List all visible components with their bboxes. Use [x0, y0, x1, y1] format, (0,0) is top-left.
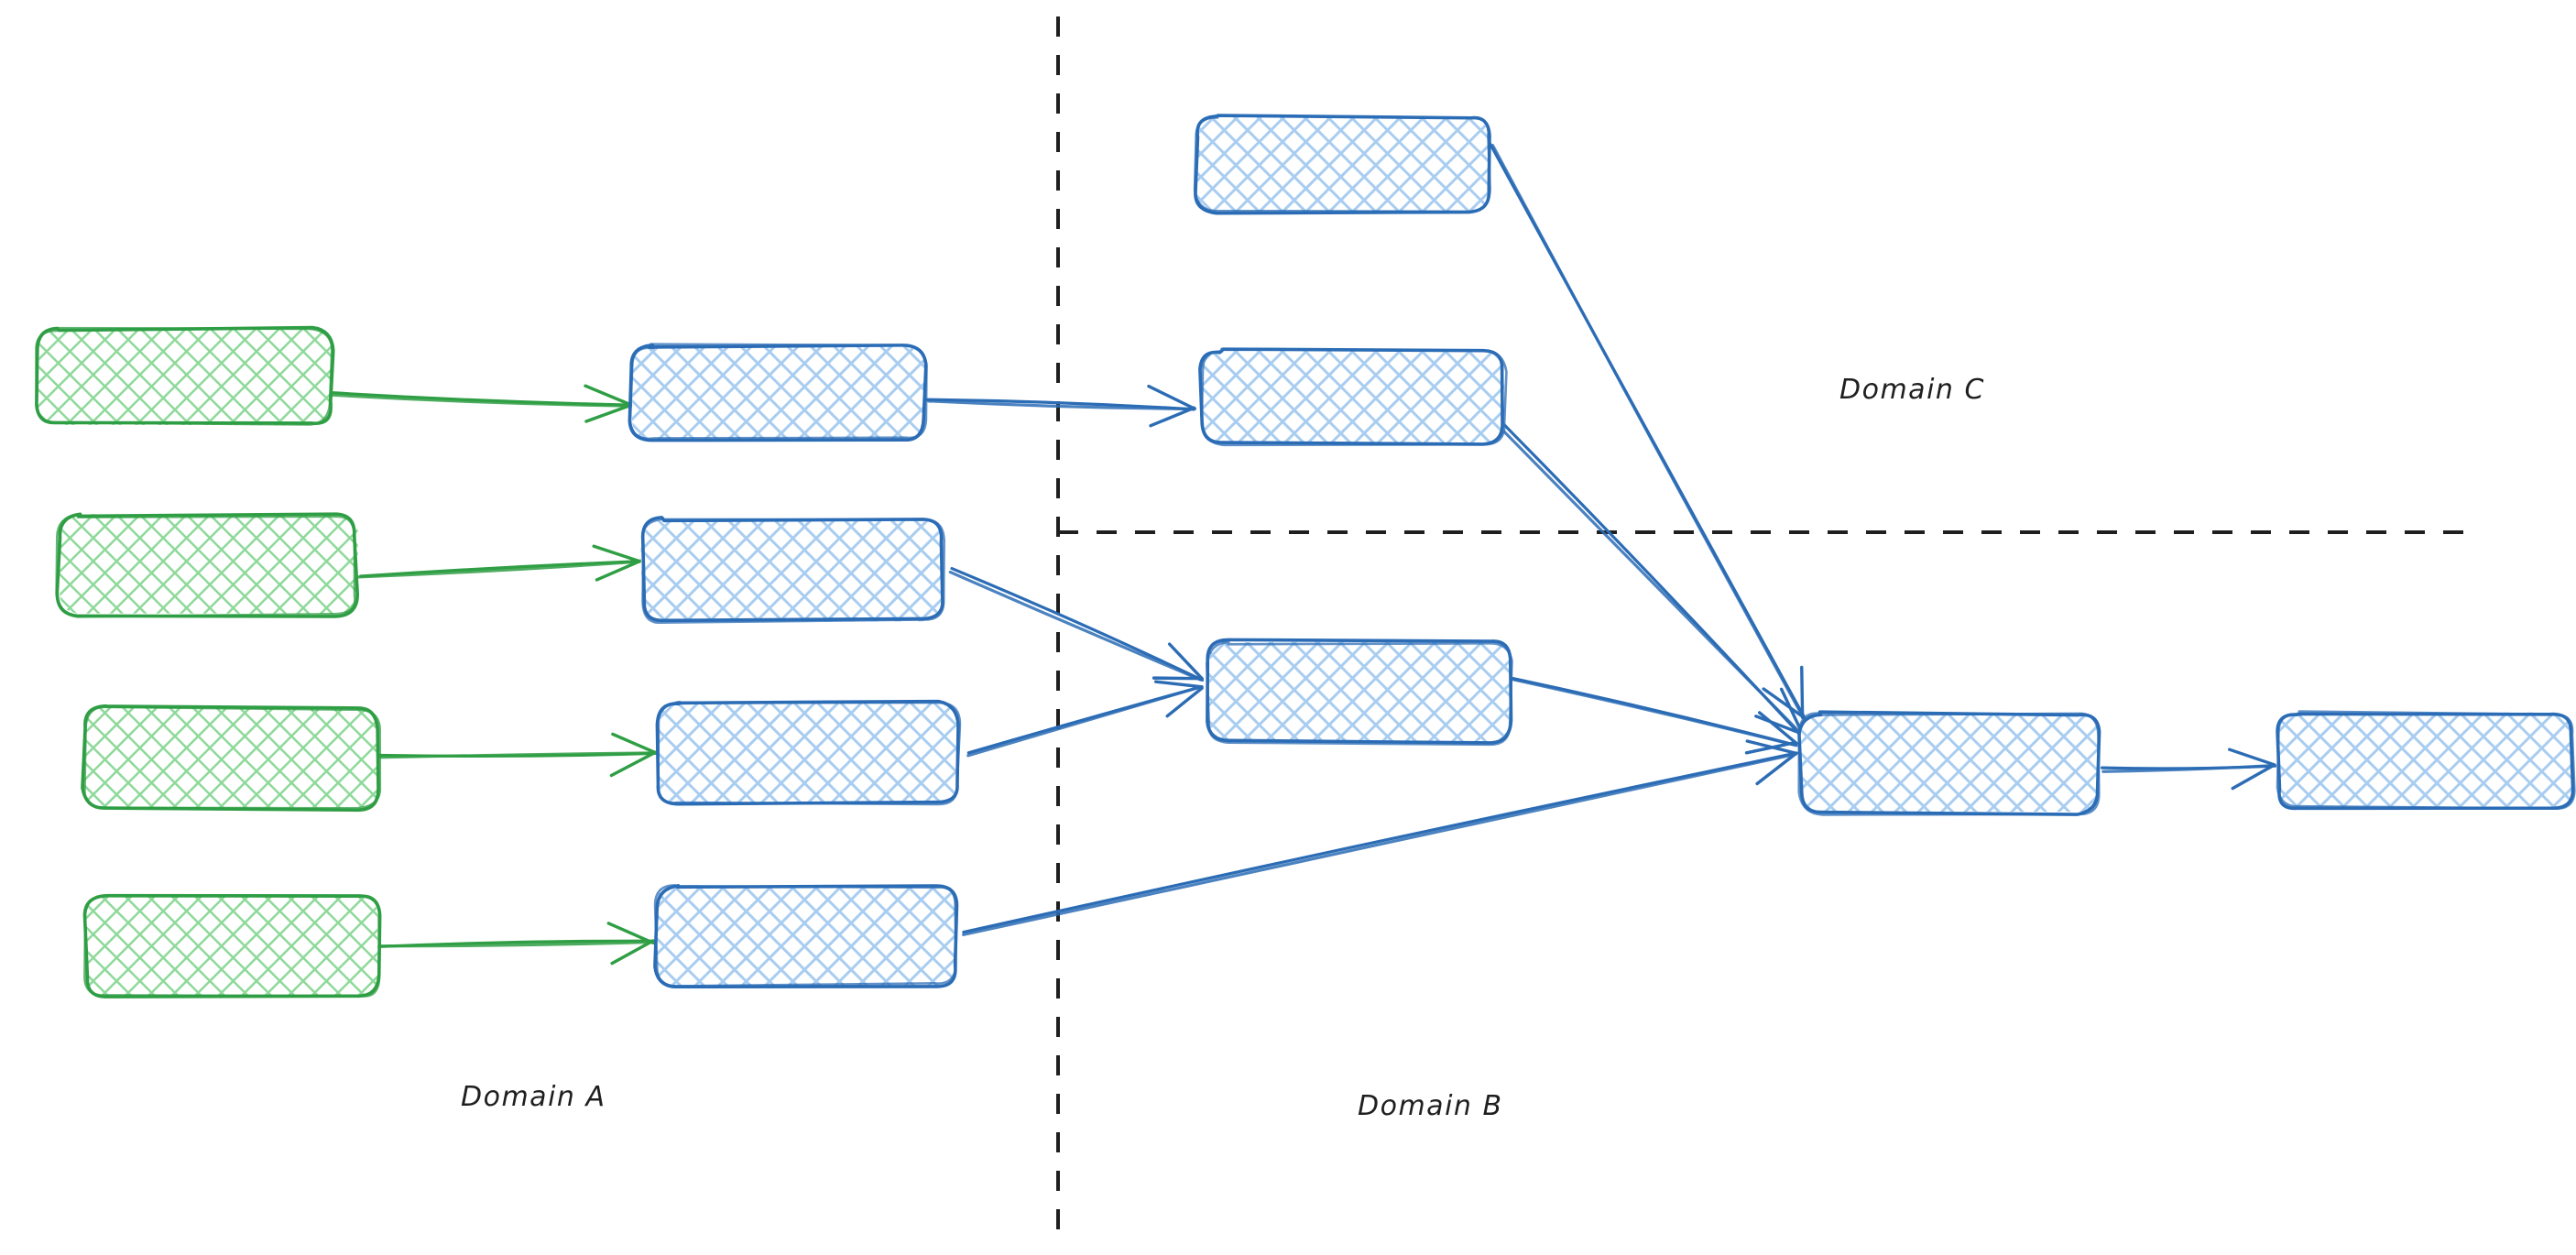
- node-outline: [2276, 710, 2576, 810]
- node-outline: [657, 701, 962, 806]
- node-fill: [631, 345, 926, 441]
- node-fill: [1195, 116, 1489, 213]
- node-outline: [1198, 347, 1504, 446]
- node-b1[interactable]: [628, 343, 928, 442]
- node-outline: [35, 326, 333, 426]
- node-layer: [35, 114, 2576, 999]
- edge-a2-b2: [356, 544, 642, 582]
- domain-label-c: Domain C: [1839, 374, 1985, 406]
- node-fill: [2278, 712, 2575, 808]
- node-outline: [1206, 640, 1513, 747]
- node-fill: [658, 703, 960, 804]
- node-fill: [38, 328, 333, 426]
- node-b2[interactable]: [640, 516, 945, 625]
- node-outline: [83, 705, 382, 810]
- node-a2[interactable]: [55, 512, 359, 618]
- node-outline: [83, 893, 381, 998]
- node-fill: [655, 886, 956, 988]
- node-outline: [1193, 114, 1491, 213]
- edge-c2-d1: [1496, 420, 1804, 736]
- edge-a4-b4: [376, 922, 656, 966]
- node-outline: [1797, 712, 2101, 816]
- domain-label-a: Domain A: [461, 1081, 606, 1113]
- node-fill: [84, 896, 378, 997]
- node-fill: [59, 514, 358, 614]
- edge-a3-b3: [377, 732, 659, 778]
- node-c2[interactable]: [1198, 347, 1508, 447]
- divider-layer: [1056, 16, 2464, 1237]
- node-fill: [640, 519, 943, 622]
- edge-d1-e1: [2100, 748, 2277, 791]
- edge-c1-d1: [1488, 141, 1806, 720]
- node-d1[interactable]: [1797, 710, 2101, 816]
- node-fill: [1201, 349, 1505, 445]
- edge-c3-d1: [1509, 676, 1798, 755]
- edge-a1-b1: [332, 384, 633, 423]
- edge-b1-c2: [925, 384, 1196, 428]
- node-outline: [653, 884, 957, 988]
- node-e1[interactable]: [2276, 710, 2576, 811]
- node-a3[interactable]: [81, 704, 382, 813]
- node-outline: [628, 343, 928, 441]
- node-fill: [1799, 712, 2099, 813]
- edge-layer: [332, 141, 2277, 966]
- node-b3[interactable]: [655, 699, 962, 806]
- node-c3[interactable]: [1206, 638, 1513, 747]
- node-b4[interactable]: [653, 884, 959, 989]
- domain-label-b: Domain B: [1358, 1090, 1503, 1122]
- node-outline: [1200, 347, 1508, 447]
- edge-b4-d1: [962, 739, 1798, 936]
- edge-b2-c3: [948, 566, 1205, 682]
- node-fill: [1208, 639, 1511, 743]
- node-fill: [83, 705, 378, 808]
- node-c1[interactable]: [1193, 114, 1491, 215]
- node-outline: [55, 513, 356, 618]
- node-outline: [641, 518, 945, 625]
- node-a4[interactable]: [82, 893, 382, 999]
- edge-b3-c3: [966, 680, 1204, 758]
- node-a1[interactable]: [35, 325, 335, 426]
